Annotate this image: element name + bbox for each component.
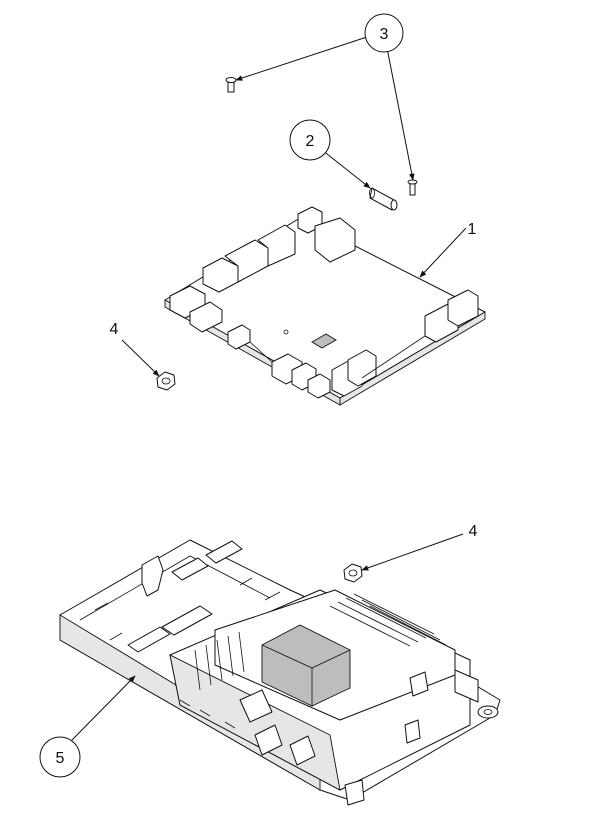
callout-1-label: 1 (468, 221, 477, 238)
callout-1: 1 (468, 221, 477, 238)
callout-4-lower-label: 4 (469, 523, 478, 540)
circuit-board-part-1 (164, 206, 486, 406)
callout-3: 3 (364, 13, 404, 53)
screw-part-3-left (225, 77, 237, 93)
leader-lines (71, 35, 467, 741)
callout-2: 2 (289, 119, 331, 161)
housing-assembly-part-5 (59, 539, 501, 806)
callout-4-lower: 4 (469, 523, 478, 540)
fuse-part-2 (369, 187, 398, 211)
callout-5: 5 (39, 736, 81, 778)
callout-4-upper-label: 4 (110, 321, 119, 338)
callout-5-label: 5 (56, 750, 65, 767)
cooling-fins (329, 593, 447, 647)
callout-3-label: 3 (380, 26, 389, 43)
nut-part-4-upper (156, 371, 176, 391)
nut-part-4-lower (343, 563, 363, 583)
screw-part-3-right (407, 179, 418, 196)
callout-2-label: 2 (306, 133, 315, 150)
callout-4-upper: 4 (110, 321, 119, 338)
